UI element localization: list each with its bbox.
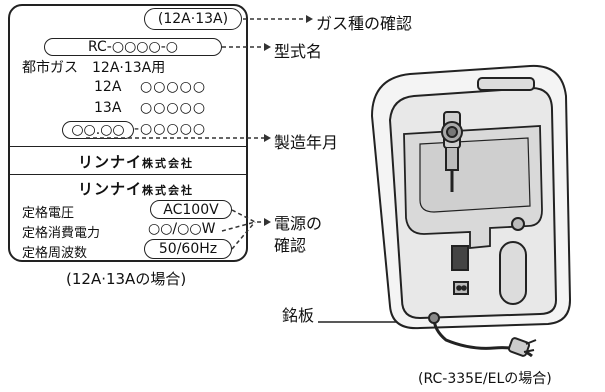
model-code: RC-○○○○-○ bbox=[88, 39, 178, 55]
rated-frequency-value: 50/60Hz bbox=[158, 241, 218, 257]
power-plug bbox=[507, 337, 537, 357]
model-pill: RC-○○○○-○ bbox=[44, 38, 222, 56]
date-serial: -○○○○○ bbox=[134, 121, 207, 137]
rated-voltage-pill: AC100V bbox=[150, 200, 232, 219]
nameplate-block bbox=[451, 245, 469, 271]
gas-pipe-fitting bbox=[441, 111, 463, 192]
heater-body bbox=[370, 64, 572, 358]
nameplate-divider-2 bbox=[8, 174, 248, 175]
gas-type-pill: (12A·13A) bbox=[144, 8, 242, 30]
row-13a-label: 13A bbox=[94, 100, 122, 116]
rated-voltage-label: 定格電圧 bbox=[22, 206, 75, 221]
callout-power-check-2: 確認 bbox=[274, 236, 307, 255]
heater-caption: (RC-335E/ELの場合) bbox=[418, 371, 552, 387]
callout-nameplate: 銘板 bbox=[282, 306, 315, 325]
row-13a-value: ○○○○○ bbox=[140, 100, 207, 116]
leader-power bbox=[221, 221, 256, 232]
rated-frequency-label: 定格周波数 bbox=[22, 246, 88, 261]
callout-gas-type-check: ガス種の確認 bbox=[316, 14, 413, 33]
brand-suffix-1: 株式会社 bbox=[142, 157, 195, 170]
callout-power-check-1: 電源の bbox=[274, 214, 323, 233]
brand-line-1: リンナイ株式会社 bbox=[78, 151, 194, 172]
brand-main-2: リンナイ bbox=[78, 180, 143, 198]
plate-caption: (12A·13Aの場合) bbox=[66, 270, 187, 288]
gas-usage-line: 都市ガス 12A·13A用 bbox=[22, 60, 166, 76]
leader-frequency bbox=[231, 221, 256, 250]
row-12a-label: 12A bbox=[94, 79, 122, 95]
row-12a-value: ○○○○○ bbox=[140, 79, 207, 95]
rated-voltage-value: AC100V bbox=[163, 201, 219, 218]
brand-main-1: リンナイ bbox=[78, 153, 143, 171]
leader-voltage bbox=[231, 209, 264, 223]
date-pill: ○○.○○ bbox=[62, 121, 134, 139]
callout-model-name: 型式名 bbox=[274, 42, 323, 61]
nameplate-divider-1 bbox=[8, 146, 248, 147]
rated-power-value: ○○/○○W bbox=[148, 221, 216, 237]
rated-frequency-pill: 50/60Hz bbox=[144, 239, 232, 259]
gas-type-code: (12A·13A) bbox=[157, 11, 229, 27]
brand-suffix-2: 株式会社 bbox=[142, 184, 195, 197]
brand-line-2: リンナイ株式会社 bbox=[78, 178, 194, 199]
callout-manufacture-date: 製造年月 bbox=[274, 133, 339, 152]
rated-power-label: 定格消費電力 bbox=[22, 226, 101, 241]
date-code: ○○.○○ bbox=[71, 122, 125, 138]
